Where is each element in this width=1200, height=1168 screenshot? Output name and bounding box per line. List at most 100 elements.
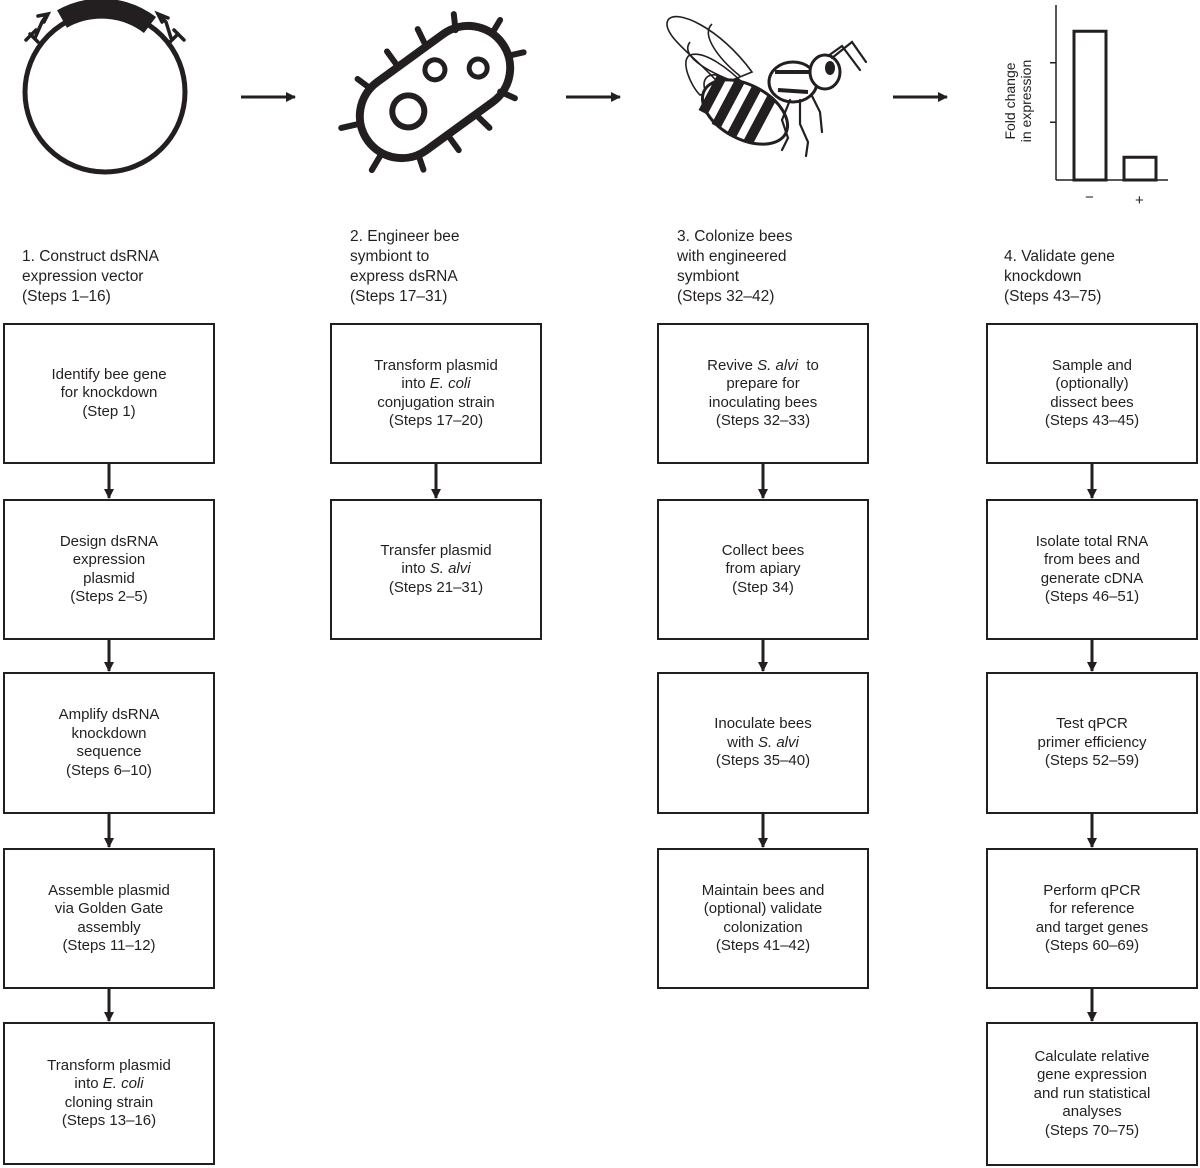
step-box-line: sequence bbox=[76, 743, 141, 762]
heading-line: (Steps 1–16) bbox=[22, 288, 111, 305]
step-box-line: knockdown bbox=[71, 725, 146, 744]
step-box-line: (Step 34) bbox=[732, 579, 794, 598]
step-box-text: (Steps 32–33) bbox=[715, 412, 811, 429]
step-box-line: (Step 1) bbox=[82, 403, 135, 422]
step-box-line: Collect bees bbox=[722, 542, 805, 561]
step-box-text: (Steps 11–12) bbox=[62, 937, 156, 954]
step-box-text: (Steps 60–69) bbox=[1044, 937, 1140, 954]
heading-line: symbiont bbox=[677, 268, 740, 285]
step-box-text: (Steps 35–40) bbox=[715, 752, 811, 770]
step-box-line: Transform plasmid bbox=[374, 357, 498, 376]
step-box-line: and target genes bbox=[1036, 919, 1149, 938]
step-box-line: primer efficiency bbox=[1038, 734, 1147, 753]
step-box-text: cloning strain bbox=[64, 1093, 154, 1111]
step-box-text: expression bbox=[72, 551, 146, 568]
step-box-text: plasmid bbox=[83, 569, 135, 587]
step-box-text: (optionally) bbox=[1055, 375, 1129, 392]
step-box-text: Transform plasmid bbox=[47, 1056, 171, 1074]
step-box-line: Revive S. alvi to bbox=[707, 357, 819, 376]
step-box-text: for knockdown bbox=[60, 384, 158, 402]
step-box-line: Isolate total RNA bbox=[1036, 533, 1149, 552]
step-box-line: for knockdown bbox=[61, 384, 158, 403]
step-box-line: Amplify dsRNA bbox=[59, 706, 160, 725]
step-box-line: (Steps 32–33) bbox=[716, 412, 810, 431]
step-box-text: (Steps 17–20) bbox=[388, 412, 484, 429]
heading-line: express dsRNA bbox=[350, 268, 458, 285]
heading-line: 3. Colonize bees bbox=[677, 228, 793, 245]
heading-line: symbiont to bbox=[350, 248, 430, 265]
step-box-text: (Steps 2–5) bbox=[70, 588, 148, 605]
step-box-line: conjugation strain bbox=[377, 394, 495, 413]
heading-line: expression vector bbox=[22, 268, 144, 285]
step-box-text: gene expression bbox=[1036, 1066, 1148, 1084]
heading-line: (Steps 43–75) bbox=[1004, 288, 1102, 305]
step-box-line: dissect bees bbox=[1050, 394, 1133, 413]
bar-chart-icon bbox=[1050, 5, 1168, 182]
step-box-line: Assemble plasmid bbox=[48, 882, 170, 901]
step-box-text: from apiary bbox=[725, 560, 801, 578]
step-box-text: Identify bee gene bbox=[51, 365, 167, 383]
step-box-text: colonization bbox=[723, 918, 803, 936]
step-box-text: (Steps 46–51) bbox=[1044, 588, 1140, 605]
step-box-text: Revive bbox=[707, 356, 758, 374]
step-box-text: (Steps 21–31) bbox=[388, 578, 484, 596]
heading-line: 2. Engineer bee bbox=[350, 228, 460, 245]
step-box-text: from bees and bbox=[1044, 551, 1140, 568]
step-box-text: Collect bees bbox=[721, 541, 805, 559]
step-box-text: Perform qPCR bbox=[1043, 881, 1141, 899]
heading-line: knockdown bbox=[1004, 268, 1082, 285]
step-box-line: Design dsRNA bbox=[60, 533, 158, 552]
step-box-line: into E. coli bbox=[74, 1075, 143, 1094]
plasmid-icon bbox=[22, 0, 188, 175]
step-box-line: Transfer plasmid bbox=[380, 542, 491, 561]
step-box-line: with S. alvi bbox=[727, 734, 799, 753]
heading-line: 1. Construct dsRNA bbox=[22, 248, 159, 265]
step-box-line: from bees and bbox=[1044, 551, 1140, 570]
species-name: E. coli bbox=[429, 375, 471, 392]
step-box-text: Transfer plasmid bbox=[380, 541, 492, 559]
step-box-text: prepare for bbox=[726, 375, 800, 392]
bar-plus bbox=[1122, 155, 1158, 182]
step-box-text: generate cDNA bbox=[1040, 569, 1144, 587]
step-box-text: (Steps 6–10) bbox=[66, 761, 152, 779]
column-2-heading: 2. Engineer bee symbiont to express dsRN… bbox=[350, 227, 459, 307]
heading-line: 4. Validate gene bbox=[1004, 248, 1115, 265]
step-box-line: (Steps 35–40) bbox=[716, 752, 810, 771]
step-box-line: Test qPCR bbox=[1056, 715, 1128, 734]
step-box-line: (Steps 17–20) bbox=[389, 412, 483, 431]
step-box-line: into S. alvi bbox=[401, 560, 470, 579]
step-box-line: (optionally) bbox=[1055, 375, 1128, 394]
step-box-line: and run statistical bbox=[1034, 1085, 1151, 1104]
step-box-line: for reference bbox=[1049, 900, 1134, 919]
step-box-line: from apiary bbox=[725, 560, 800, 579]
step-box-text: Amplify dsRNA bbox=[58, 706, 160, 723]
step-box-line: (optional) validate bbox=[704, 900, 822, 919]
step-box-text: Design dsRNA bbox=[59, 532, 159, 550]
step-box-line: via Golden Gate bbox=[55, 900, 163, 919]
step-box-text: (Steps 70–75) bbox=[1044, 1121, 1140, 1139]
step-box-line: (Steps 46–51) bbox=[1045, 588, 1139, 607]
step-box-text: assembly bbox=[77, 918, 141, 936]
step-box-line: expression bbox=[73, 551, 146, 570]
step-box-text: (Steps 41–42) bbox=[715, 937, 811, 954]
step-box-text: (Step 1) bbox=[82, 402, 136, 420]
column-3-heading: 3. Colonize bees with engineered symbion… bbox=[677, 227, 792, 307]
y-label-line: in expression bbox=[1018, 59, 1034, 143]
species-name: S. alvi bbox=[757, 733, 799, 751]
species-name: E. coli bbox=[102, 1075, 144, 1092]
step-box-text: to bbox=[798, 356, 819, 374]
step-box-line: Inoculate bees bbox=[714, 715, 812, 734]
step-box-line: prepare for bbox=[726, 375, 799, 394]
step-box-line: (Steps 6–10) bbox=[66, 762, 152, 781]
